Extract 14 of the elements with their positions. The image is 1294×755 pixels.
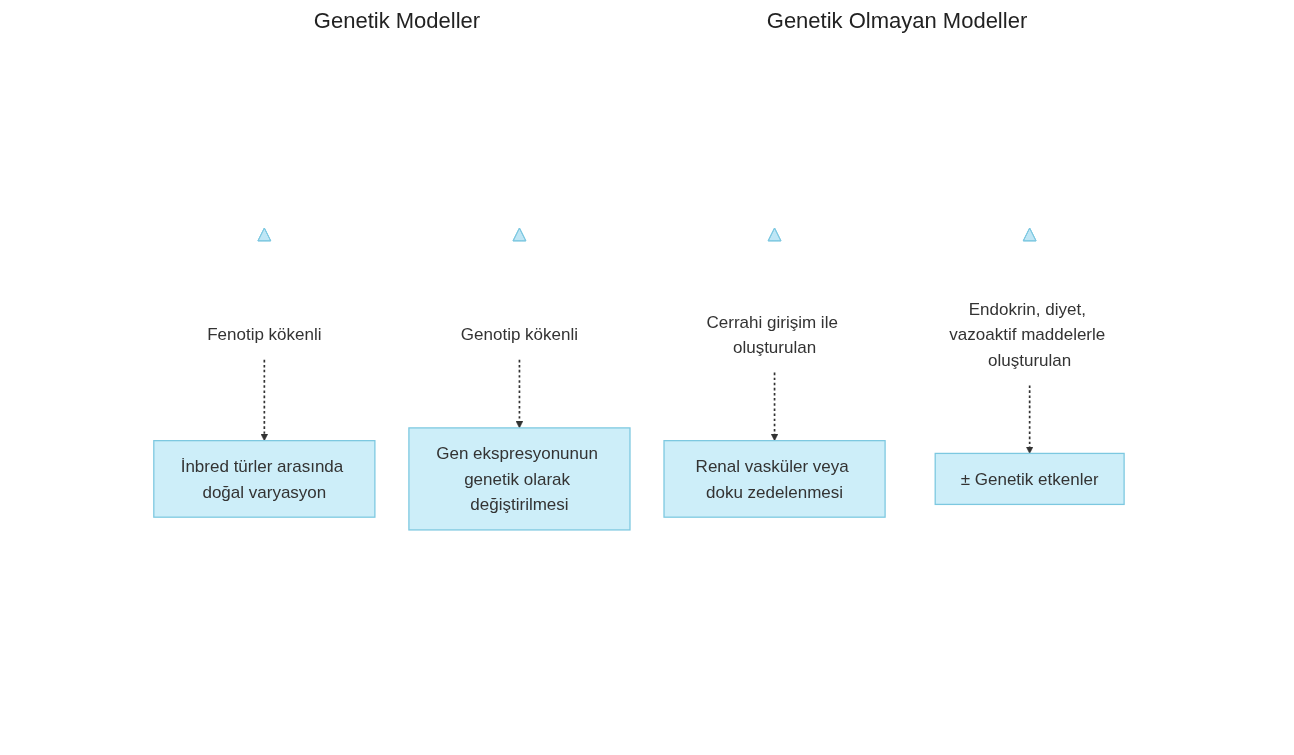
node-text: Endokrin, diyet, vazoaktif maddelerle oluşturulan — [949, 299, 1106, 370]
node-box: ± Genetik etkenler — [934, 452, 1125, 506]
node-box: Gen ekspresyonunun genetik olarak değiştirilmesi — [408, 427, 631, 531]
node-text: Genotip kökenli — [460, 325, 579, 344]
group-heading: Genetik Modeller — [312, 8, 482, 34]
arrow — [770, 371, 779, 441]
node-text: Fenotip kökenli — [207, 325, 322, 344]
arrow — [260, 359, 269, 441]
node-text: Cerrahi girişim ile oluşturulan — [706, 312, 838, 357]
node-box: Renal vasküler veya doku zedelenmesi — [663, 440, 886, 518]
arrow — [1025, 384, 1034, 454]
group-heading: Genetik Olmayan Modeller — [765, 8, 1029, 34]
arrow — [515, 359, 524, 429]
node-box: İnbred türler arasında doğal varyasyon — [153, 440, 376, 518]
